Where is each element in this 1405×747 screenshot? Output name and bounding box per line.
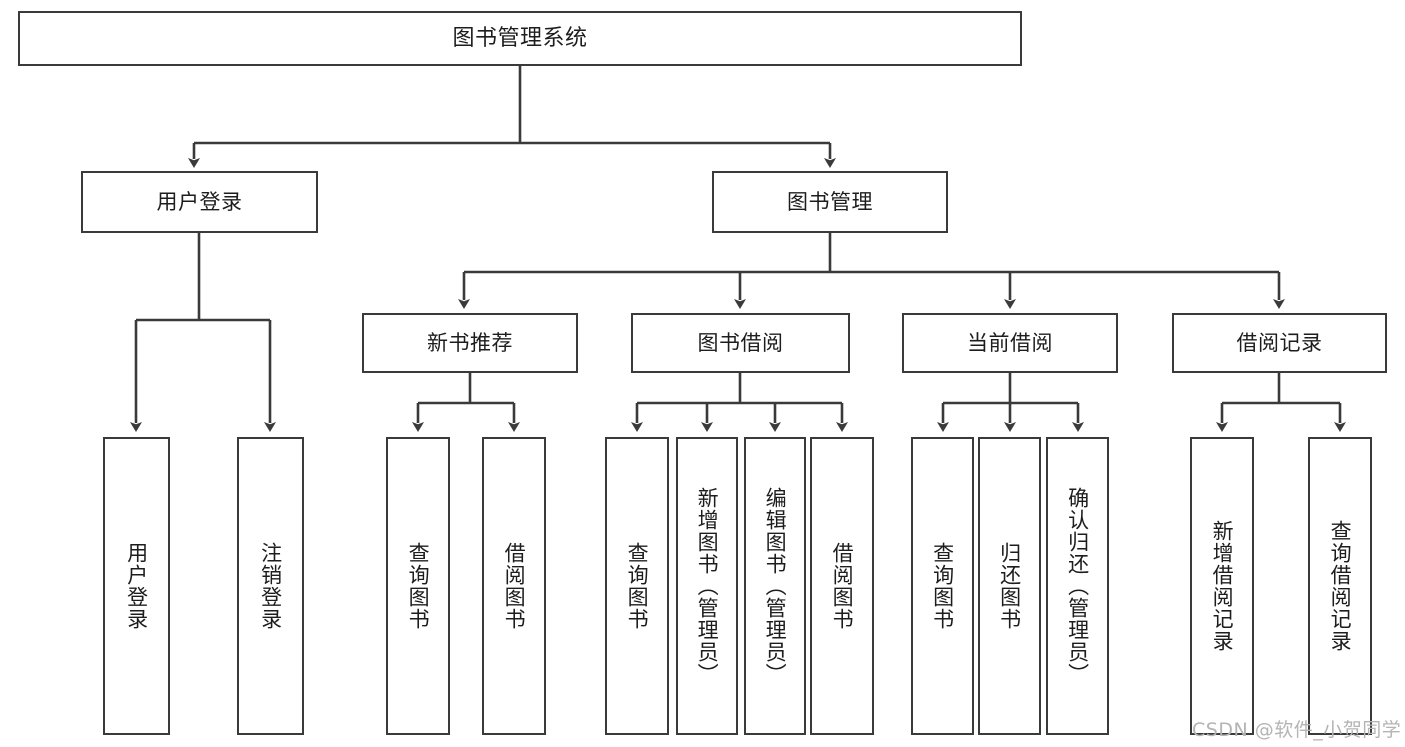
node-book-management[interactable]: 图书管理 — [712, 171, 948, 233]
leaf-query-book-recommend[interactable]: 查询图书 — [386, 437, 450, 735]
node-borrow-record[interactable]: 借阅记录 — [1172, 313, 1387, 373]
leaf-user-logout[interactable]: 注销登录 — [237, 437, 304, 735]
leaf-add-borrow-record[interactable]: 新增借阅记录 — [1190, 437, 1254, 735]
node-label: 借阅图书 — [830, 542, 855, 630]
node-label: 借阅记录 — [1236, 330, 1323, 355]
node-label: 图书借阅 — [697, 330, 784, 355]
leaf-query-book-borrow[interactable]: 查询图书 — [605, 437, 669, 735]
node-label: 用户登录 — [124, 542, 149, 630]
leaf-user-login[interactable]: 用户登录 — [103, 437, 170, 735]
node-label: 编辑图书（管理员） — [763, 487, 788, 685]
node-book-borrow[interactable]: 图书借阅 — [631, 313, 850, 373]
node-user-login[interactable]: 用户登录 — [81, 171, 318, 233]
node-label: 图书管理系统 — [452, 25, 588, 51]
leaf-query-borrow-record[interactable]: 查询借阅记录 — [1308, 437, 1372, 735]
node-label: 新增借阅记录 — [1210, 520, 1235, 652]
leaf-query-book-current[interactable]: 查询图书 — [911, 437, 974, 735]
node-label: 用户登录 — [156, 189, 243, 214]
node-label: 新增图书（管理员） — [695, 487, 720, 685]
node-current-borrow[interactable]: 当前借阅 — [902, 313, 1118, 373]
leaf-return-book[interactable]: 归还图书 — [978, 437, 1041, 735]
node-label: 当前借阅 — [967, 330, 1053, 355]
leaf-borrow-book[interactable]: 借阅图书 — [810, 437, 874, 735]
leaf-add-book[interactable]: 新增图书（管理员） — [676, 437, 738, 735]
node-label: 图书管理 — [787, 189, 873, 214]
node-label: 查询图书 — [625, 542, 650, 630]
leaf-edit-book[interactable]: 编辑图书（管理员） — [744, 437, 806, 735]
node-label: 查询图书 — [406, 542, 431, 630]
node-label: 借阅图书 — [502, 542, 527, 630]
leaf-confirm-return[interactable]: 确认归还（管理员） — [1046, 437, 1109, 735]
node-label: 查询借阅记录 — [1328, 520, 1353, 652]
node-new-book-recommend[interactable]: 新书推荐 — [362, 313, 578, 373]
node-label: 查询图书 — [930, 542, 955, 630]
csdn-watermark: CSDN @软件_小贺同学 — [1192, 719, 1402, 741]
leaf-borrow-book-recommend[interactable]: 借阅图书 — [482, 437, 546, 735]
node-label: 新书推荐 — [427, 330, 513, 355]
node-root-system[interactable]: 图书管理系统 — [18, 11, 1022, 66]
node-label: 归还图书 — [997, 542, 1022, 630]
node-label: 注销登录 — [258, 542, 283, 630]
node-label: 确认归还（管理员） — [1065, 487, 1090, 685]
